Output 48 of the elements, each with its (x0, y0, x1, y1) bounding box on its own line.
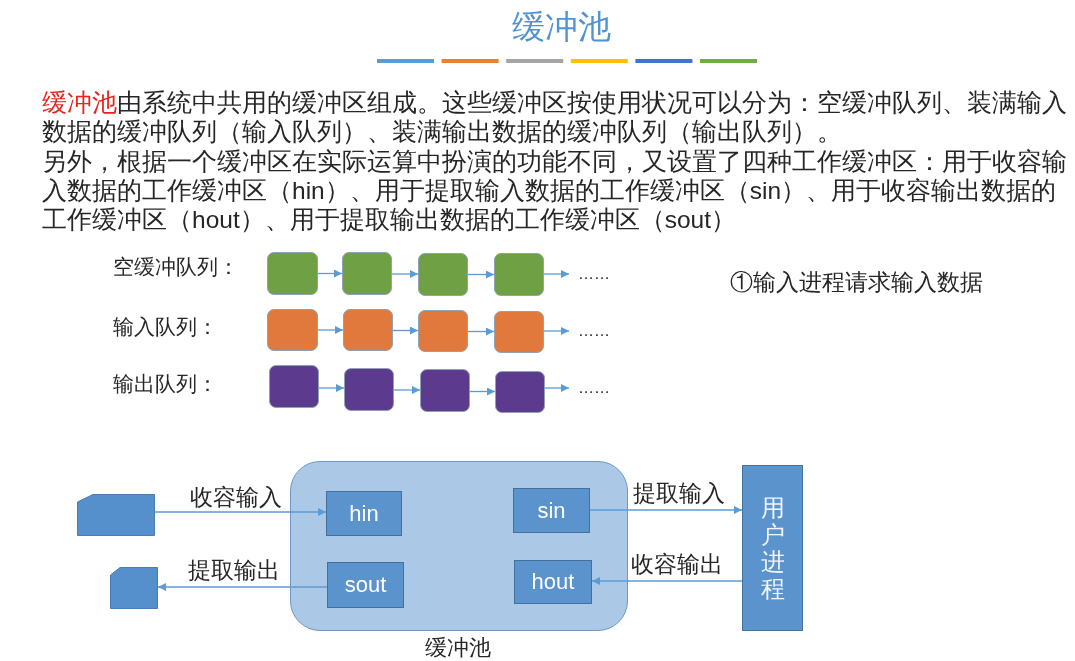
buffer-block (267, 252, 318, 295)
arrow (469, 387, 496, 396)
buffer-box: sout (327, 562, 404, 608)
ellipsis: …… (569, 375, 612, 401)
arrow (157, 583, 328, 591)
buffer-block (418, 253, 468, 296)
buffer-block (494, 253, 544, 296)
arrow (392, 326, 419, 335)
paragraph: 另外，根据一个缓冲区在实际运算中扮演的功能不同，又设置了四种工作缓冲区：用于收容输入数据的工作缓冲区（hin）、用于提取输入数据的工作缓冲区（sin）、用于收容输出数据的工作缓冲区（hout）、用于提取输出数据的工作缓冲区（sout） (42, 147, 1067, 234)
process-box: 用户进程 (742, 465, 803, 631)
arrow (543, 327, 570, 335)
arrow (467, 327, 495, 336)
arrow (318, 384, 345, 392)
title: 缓冲池 (512, 8, 611, 46)
arrow (391, 270, 419, 278)
row-label: 输出队列： (113, 371, 218, 397)
arrow (543, 270, 570, 278)
buffer-block (343, 309, 393, 351)
buffer-block (344, 368, 394, 411)
edge-label: 提取输入 (633, 482, 725, 506)
row-label: 空缓冲队列： (113, 254, 239, 280)
buffer-block (267, 309, 318, 351)
buffer-block (418, 310, 468, 352)
buffer-block (420, 369, 470, 412)
arrow (544, 384, 570, 392)
box-caption: 缓冲池 (425, 635, 491, 661)
arrow (154, 508, 327, 516)
ellipsis: …… (569, 318, 612, 344)
row-label: 输入队列： (113, 314, 218, 340)
arrow (317, 326, 344, 334)
buffer-box: hin (326, 491, 402, 536)
edge-label: 收容输出 (631, 553, 723, 577)
buffer-block (494, 311, 544, 353)
paragraph: 缓冲池由系统中共用的缓冲区组成。这些缓冲区按使用状况可以分为：空缓冲队列、装满输入数据的缓冲队列（输入队列）、装满输出数据的缓冲队列（输出队列）。 (42, 88, 1067, 146)
buffer-block (495, 371, 545, 413)
arrow (317, 269, 343, 278)
arrow (589, 506, 743, 514)
arrow (393, 386, 421, 394)
buffer-block (269, 365, 319, 408)
buffer-box: hout (514, 560, 592, 604)
ellipsis: …… (569, 261, 612, 287)
step-note: ①输入进程请求输入数据 (730, 269, 983, 297)
edge-label: 提取输出 (188, 559, 280, 583)
edge-label: 收容输入 (190, 486, 282, 510)
arrow (591, 577, 743, 585)
buffer-block (342, 252, 392, 295)
arrow (467, 270, 495, 279)
buffer-box: sin (513, 488, 590, 533)
